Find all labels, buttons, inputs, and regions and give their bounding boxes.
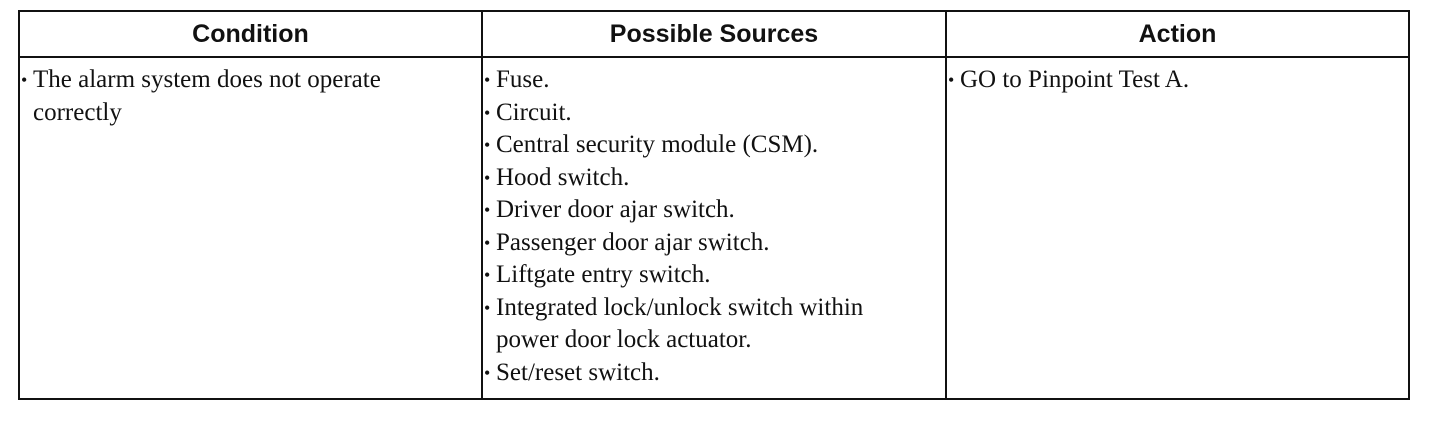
- possible-sources-cell: • Fuse. • Circuit. • Central security mo…: [483, 58, 947, 398]
- source-text: Central security module (CSM).: [496, 131, 819, 158]
- action-cell: • GO to Pinpoint Test A.: [947, 58, 1408, 398]
- source-text: Fuse.: [496, 66, 550, 93]
- bullet-icon: •: [484, 70, 491, 90]
- list-item: • Liftgate entry switch.: [483, 259, 945, 292]
- source-text: Liftgate entry switch.: [496, 261, 711, 288]
- list-item: • Passenger door ajar switch.: [483, 227, 945, 260]
- list-item: • Circuit.: [483, 97, 945, 130]
- list-item: • GO to Pinpoint Test A.: [947, 64, 1408, 97]
- table-row: • The alarm system does not operate corr…: [20, 58, 1408, 398]
- source-text: Circuit.: [496, 98, 572, 126]
- list-item: • Fuse.: [483, 64, 945, 97]
- bullet-icon: •: [484, 362, 491, 383]
- condition-header: Condition: [20, 12, 483, 56]
- list-item: • Hood switch.: [483, 162, 945, 195]
- source-text: Passenger door ajar switch.: [496, 228, 770, 256]
- diagnosis-table: Condition Possible Sources Action • The …: [18, 10, 1410, 400]
- action-text: GO to Pinpoint Test A.: [960, 66, 1190, 93]
- bullet-icon: •: [484, 200, 491, 220]
- condition-text: The alarm system does not operate correc…: [33, 66, 381, 126]
- bullet-icon: •: [484, 232, 491, 253]
- possible-sources-header: Possible Sources: [483, 12, 947, 56]
- list-item: • Integrated lock/unlock switch within p…: [483, 292, 945, 357]
- bullet-icon: •: [484, 135, 491, 155]
- bullet-icon: •: [948, 70, 955, 90]
- bullet-icon: •: [484, 167, 491, 188]
- list-item: • Driver door ajar switch.: [483, 194, 945, 227]
- condition-cell: • The alarm system does not operate corr…: [20, 58, 483, 398]
- bullet-icon: •: [21, 70, 28, 90]
- list-item: • Central security module (CSM).: [483, 129, 945, 162]
- list-item: • Set/reset switch.: [483, 357, 945, 390]
- list-item: • The alarm system does not operate corr…: [20, 64, 481, 129]
- bullet-icon: •: [484, 297, 491, 318]
- source-text: Hood switch.: [496, 163, 630, 191]
- source-text: Set/reset switch.: [496, 358, 660, 386]
- source-text: Integrated lock/unlock switch within pow…: [496, 293, 864, 354]
- bullet-icon: •: [484, 102, 491, 123]
- table-header-row: Condition Possible Sources Action: [20, 12, 1408, 58]
- bullet-icon: •: [484, 265, 491, 285]
- action-header: Action: [1138, 19, 1217, 48]
- source-text: Driver door ajar switch.: [496, 196, 735, 223]
